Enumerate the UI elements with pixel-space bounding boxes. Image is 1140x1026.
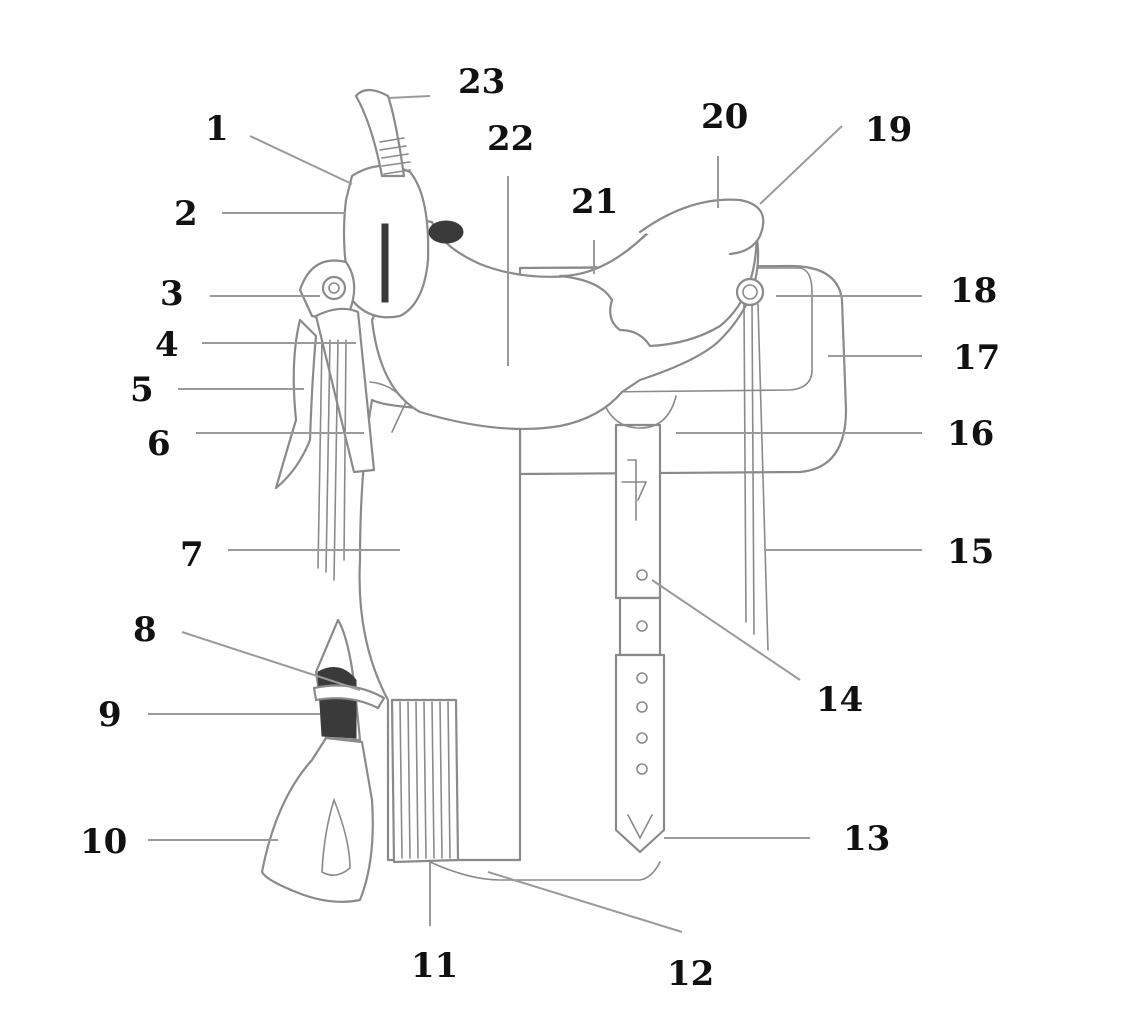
- label-16: 16: [947, 414, 994, 454]
- label-7: 7: [180, 535, 204, 575]
- rear-concho: [735, 277, 765, 307]
- horn: [354, 88, 411, 178]
- rear-saddle-strings: [743, 303, 769, 651]
- label-19: 19: [865, 110, 912, 150]
- cantle: [638, 198, 765, 256]
- label-12: 12: [667, 954, 714, 994]
- stirrup: [260, 736, 374, 903]
- label-1: 1: [205, 109, 229, 149]
- label-21: 21: [571, 182, 618, 222]
- label-20: 20: [701, 97, 748, 137]
- label-23: 23: [458, 62, 505, 102]
- label-17: 17: [953, 338, 1000, 378]
- label-3: 3: [160, 274, 184, 314]
- rear-billet-strap: [601, 395, 677, 854]
- label-18: 18: [950, 271, 997, 311]
- label-14: 14: [816, 680, 863, 720]
- label-9: 9: [98, 695, 122, 735]
- leader-lines: [148, 95, 922, 933]
- skirt-lining: [559, 267, 813, 393]
- label-5: 5: [130, 370, 154, 410]
- front-saddle-strings: [317, 339, 347, 581]
- front-latigo: [274, 307, 376, 490]
- label-2: 2: [174, 194, 198, 234]
- label-10: 10: [80, 822, 127, 862]
- label-6: 6: [147, 424, 171, 464]
- swell-leather-spot: [428, 220, 464, 244]
- label-22: 22: [487, 119, 534, 159]
- fringe: [390, 698, 460, 864]
- label-13: 13: [843, 819, 890, 859]
- label-4: 4: [155, 325, 179, 365]
- saddle-illustration: [260, 88, 848, 903]
- sheepskin-edge: [429, 861, 661, 881]
- label-15: 15: [947, 532, 994, 572]
- label-11: 11: [411, 946, 458, 986]
- number-labels: 1 2 3 4 5 6 7 8 9 10 11 12 13 14 15 16 1…: [80, 62, 1000, 994]
- label-8: 8: [133, 610, 157, 650]
